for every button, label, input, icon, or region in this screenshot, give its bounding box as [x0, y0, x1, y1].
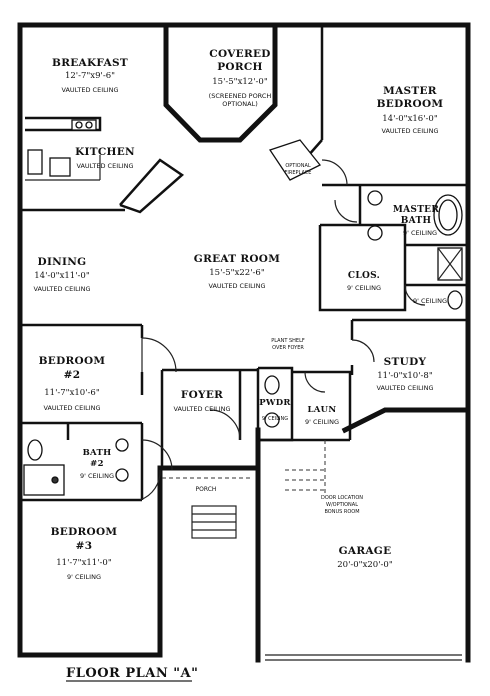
room-note: OPTIONAL: [285, 163, 311, 169]
room-dims: 15'-5"x22'-6": [209, 268, 265, 278]
door-swings: [139, 139, 426, 501]
room-name: GREAT ROOM: [194, 253, 280, 265]
room-name: GARAGE: [339, 545, 392, 557]
room-note: VAULTED CEILING: [208, 282, 265, 290]
optional-fireplace-label: OPTIONAL FIREPLACE: [285, 163, 312, 176]
room-dims: 11'-0"x10'-8": [377, 371, 433, 381]
room-bath-2: BATH #2 9' CEILING: [80, 448, 114, 480]
room-name: BREAKFAST: [52, 57, 128, 69]
room-name: CLOS.: [348, 271, 380, 281]
room-note: VAULTED CEILING: [76, 162, 133, 170]
room-garage: GARAGE 20'-0"x20'-0": [337, 545, 393, 570]
room-breakfast: BREAKFAST 12'-7"x9'-6" VAULTED CEILING: [52, 57, 128, 94]
room-name: STUDY: [384, 356, 427, 368]
room-dining: DINING 14'-0"x11'-0" VAULTED CEILING: [33, 256, 90, 293]
room-dims: 20'-0"x20'-0": [337, 560, 393, 570]
garage-and-steps: [162, 440, 462, 661]
room-dims: 11'-7"x10'-6": [44, 388, 100, 398]
room-note: 9' CEILING: [305, 418, 339, 426]
plan-title: FLOOR PLAN "A": [66, 666, 198, 681]
room-name: MASTER: [383, 85, 437, 97]
bath-fixtures: [23, 190, 463, 496]
room-note: OVER FOYER: [272, 345, 304, 351]
room-name: FOYER: [181, 389, 223, 401]
room-foyer: FOYER VAULTED CEILING: [173, 389, 230, 413]
room-great-room: GREAT ROOM 15'-5"x22'-6" VAULTED CEILING: [194, 253, 280, 290]
room-note: 9' CEILING: [80, 472, 114, 480]
room-note: VAULTED CEILING: [173, 405, 230, 413]
room-name: KITCHEN: [75, 146, 135, 158]
room-note: VAULTED CEILING: [376, 384, 433, 392]
room-name: PORCH: [196, 486, 217, 493]
room-note: VAULTED CEILING: [61, 86, 118, 94]
room-name: #3: [76, 540, 93, 552]
room-note: 9' CEILING: [413, 297, 447, 305]
room-name: DINING: [38, 256, 87, 268]
room-name: MASTER: [393, 205, 440, 215]
room-name: BEDROOM: [377, 98, 444, 110]
interior-walls: [20, 25, 468, 502]
porch-label: PORCH: [196, 486, 217, 493]
room-study: STUDY 11'-0"x10'-8" VAULTED CEILING: [376, 356, 433, 392]
room-dims: 15'-5"x12'-0": [212, 77, 268, 87]
room-name: BATH: [83, 448, 112, 458]
plant-shelf-note: PLANT SHELF OVER FOYER: [271, 338, 305, 351]
room-master-bedroom: MASTER BEDROOM 14'-0"x16'-0" VAULTED CEI…: [377, 85, 444, 135]
room-dims: 14'-0"x11'-0": [34, 271, 90, 281]
room-note: 9' CEILING: [262, 416, 288, 422]
room-dims: 11'-7"x11'-0": [56, 558, 112, 568]
room-closet: CLOS. 9' CEILING: [347, 271, 381, 292]
master-wc-note: 9' CEILING: [413, 297, 447, 305]
room-note: W/OPTIONAL: [326, 502, 358, 508]
room-note: OPTIONAL): [222, 100, 258, 108]
room-bedroom-2: BEDROOM #2 11'-7"x10'-6" VAULTED CEILING: [39, 355, 106, 412]
room-powder: PWDR 9' CEILING: [259, 398, 291, 422]
bonus-room-note: DOOR LOCATION W/OPTIONAL BONUS ROOM: [321, 495, 363, 515]
room-master-bath: MASTER BATH 9' CEILING: [393, 205, 440, 237]
room-note: PLANT SHELF: [271, 338, 305, 344]
room-name: PORCH: [217, 61, 263, 73]
room-name: BEDROOM: [39, 355, 106, 367]
room-note: VAULTED CEILING: [43, 404, 100, 412]
room-dims: 12'-7"x9'-6": [65, 71, 115, 81]
room-kitchen: KITCHEN VAULTED CEILING: [75, 146, 135, 170]
room-name: BEDROOM: [51, 526, 118, 538]
room-covered-porch: COVERED PORCH 15'-5"x12'-0" (SCREENED PO…: [209, 48, 272, 108]
kitchen-counters: [25, 116, 102, 181]
room-laundry: LAUN 9' CEILING: [305, 405, 339, 426]
room-note: VAULTED CEILING: [381, 127, 438, 135]
room-note: 9' CEILING: [347, 284, 381, 292]
room-name: #2: [90, 459, 104, 469]
room-note: (SCREENED PORCH: [209, 92, 272, 100]
room-name: COVERED: [209, 48, 270, 60]
room-name: PWDR: [259, 398, 291, 408]
room-name: LAUN: [308, 405, 337, 415]
room-note: 9' CEILING: [403, 229, 437, 237]
room-note: 9' CEILING: [67, 573, 101, 581]
room-note: VAULTED CEILING: [33, 285, 90, 293]
room-name: BATH: [401, 216, 432, 226]
room-name: #2: [64, 369, 81, 381]
room-note: FIREPLACE: [285, 170, 312, 176]
room-note: DOOR LOCATION: [321, 495, 363, 501]
room-dims: 14'-0"x16'-0": [382, 114, 438, 124]
room-bedroom-3: BEDROOM #3 11'-7"x11'-0" 9' CEILING: [51, 526, 118, 581]
room-note: BONUS ROOM: [324, 509, 359, 515]
exterior-walls: [17, 22, 471, 663]
